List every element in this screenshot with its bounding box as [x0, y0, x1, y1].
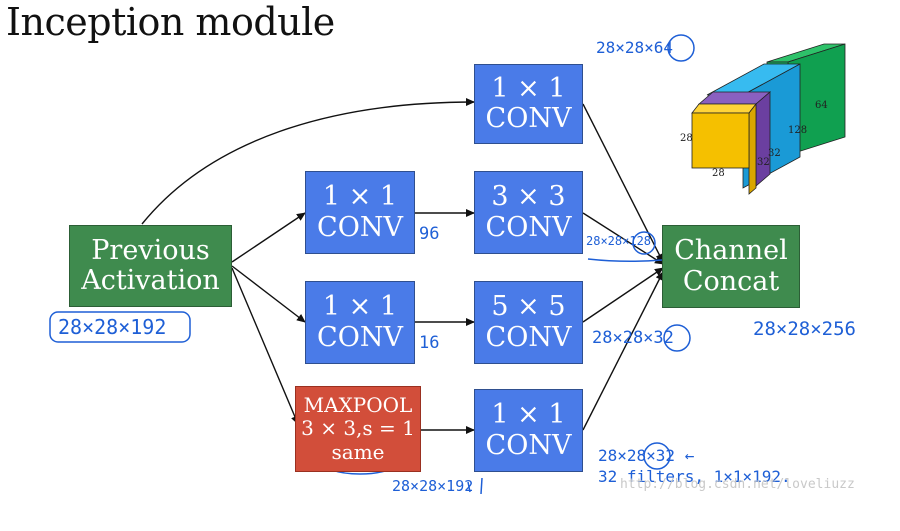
node-line: CONV [317, 211, 403, 243]
node-line: Concat [682, 265, 780, 297]
node-line: CONV [485, 103, 572, 134]
cube-width-label: 28 [712, 168, 725, 179]
cube-depth-32b-label: 32 [768, 148, 781, 159]
node-line: CONV [485, 321, 572, 353]
maxpool-node: MAXPOOL 3 × 3,s = 1 same [295, 386, 421, 472]
circle-64 [667, 34, 695, 62]
node-line: CONV [317, 321, 403, 353]
pool-input-annotation: 28×28×192 [392, 477, 474, 495]
conv-1x1-reduce-b-node: 1 × 1 CONV [305, 281, 415, 364]
pool-filters-annotation: 32 filters, 1×1×192. [598, 467, 791, 486]
conv-1x1-top-node: 1 × 1 CONV [474, 64, 583, 144]
node-line: CONV [485, 429, 572, 461]
cube-depth-64-label: 64 [815, 100, 828, 111]
cube-yellow-side [748, 102, 757, 195]
node-line: Previous [91, 234, 210, 266]
node-line: 5 × 5 [491, 291, 566, 323]
cube-depth-128-label: 128 [788, 125, 808, 136]
node-line: CONV [485, 211, 572, 243]
circle-128 [632, 231, 656, 255]
five-output-annotation: 28×28×32 [592, 328, 674, 348]
node-line: 1 × 1 [491, 72, 566, 104]
cube-purple-side [755, 91, 771, 187]
reduce-96-annotation: 96 [419, 224, 440, 244]
node-line: MAXPOOL [303, 392, 413, 417]
arrow-prev-to-1x1-a [231, 212, 306, 263]
circle-32-pool [643, 442, 671, 470]
cube-yellow-top [691, 103, 757, 114]
input-annotation-box [49, 311, 191, 343]
conv-1x1-pool-node: 1 × 1 CONV [474, 389, 583, 472]
underline-concat [587, 258, 663, 263]
concat-output-annotation: 28×28×256 [753, 318, 856, 340]
node-line: 3 × 3 [491, 181, 566, 213]
volume-cube [691, 43, 846, 195]
arrow-prev-to-maxpool [231, 267, 299, 425]
node-line: 1 × 1 [322, 291, 398, 323]
node-line: Activation [81, 265, 220, 296]
conv-5x5-node: 5 × 5 CONV [474, 281, 583, 364]
node-line: 1 × 1 [491, 399, 566, 431]
mid-output-annotation: 28×28×128 [586, 234, 652, 248]
arrow-prev-to-top-conv [141, 98, 475, 225]
channel-concat-node: Channel Concat [662, 225, 800, 308]
arrow-pool-conv-to-concat [582, 271, 664, 431]
cube-yellow-front [691, 112, 750, 169]
top-output-annotation: 28×28×64 [596, 38, 674, 57]
arrow-prev-to-1x1-b [231, 265, 306, 323]
node-line: 3 × 3,s = 1 [301, 416, 415, 441]
cube-height-label: 28 [680, 133, 693, 144]
input-shape-annotation: 28×28×192 [58, 315, 167, 339]
node-line: same [331, 439, 385, 464]
arrow-3x3-to-concat [582, 212, 664, 265]
reduce-16-annotation: 16 [419, 333, 440, 353]
cube-depth-32a-label: 32 [757, 157, 770, 168]
node-line: 1 × 1 [322, 181, 398, 213]
pool-output-annotation: 28×28×32 ← [598, 446, 695, 465]
conv-3x3-node: 3 × 3 CONV [474, 171, 583, 254]
circle-32-five [663, 324, 691, 352]
page-title: Inception module [6, 0, 335, 44]
watermark-text: http://blog.csdn.net/loveliuzz [620, 477, 855, 492]
conv-1x1-reduce-a-node: 1 × 1 CONV [305, 171, 415, 254]
arrow-5x5-to-concat [582, 267, 664, 323]
node-line: Channel [674, 235, 788, 267]
arrow-top-conv-to-concat [582, 103, 664, 263]
underline-192 [467, 477, 483, 495]
previous-activation-node: Previous Activation [69, 225, 232, 307]
